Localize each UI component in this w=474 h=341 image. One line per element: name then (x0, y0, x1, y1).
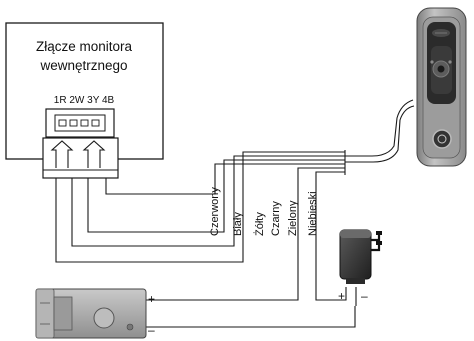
wire-label-bialy: Biały (232, 212, 244, 236)
four-pin-socket (45, 108, 115, 138)
monitor-title-line1: Złącze monitora (36, 39, 133, 54)
wire-czarny (105, 163, 345, 195)
monitor-title-line2: wewnętrznego (39, 58, 127, 73)
wire-zielony (145, 167, 345, 301)
lock-minus-label: – (148, 323, 155, 337)
wire-bundle (55, 99, 415, 328)
wire-czerwony (55, 151, 345, 263)
connector-pin-labels: 1R 2W 3Y 4B (54, 95, 115, 106)
door-panel (416, 7, 467, 167)
electric-lock: + – (35, 288, 155, 339)
wire-label-zielony: Zielony (287, 200, 299, 236)
power-supply: + – (338, 229, 382, 303)
wire-label-niebieski: Niebieski (307, 191, 319, 236)
wire-psu-plus (315, 171, 347, 301)
panel-cable (344, 105, 415, 175)
wire-label-czarny: Czarny (270, 201, 282, 236)
plug-prongs-icon (371, 231, 382, 252)
psu-minus-label: – (361, 289, 368, 303)
wire-niebieski (145, 306, 356, 328)
call-button-icon (432, 129, 452, 149)
wire-zolty (87, 159, 345, 233)
wire-label-zolty: Żółty (253, 212, 266, 236)
cable-plug (42, 137, 119, 179)
lock-cylinder-icon (93, 307, 115, 329)
wire-labels: Czerwony Biały Żółty Czarny Zielony Nieb… (209, 187, 319, 236)
lock-plus-label: + (148, 292, 155, 306)
wire-label-czerwony: Czerwony (209, 187, 221, 236)
psu-plus-label: + (338, 289, 345, 303)
wire-bialy (71, 155, 345, 247)
